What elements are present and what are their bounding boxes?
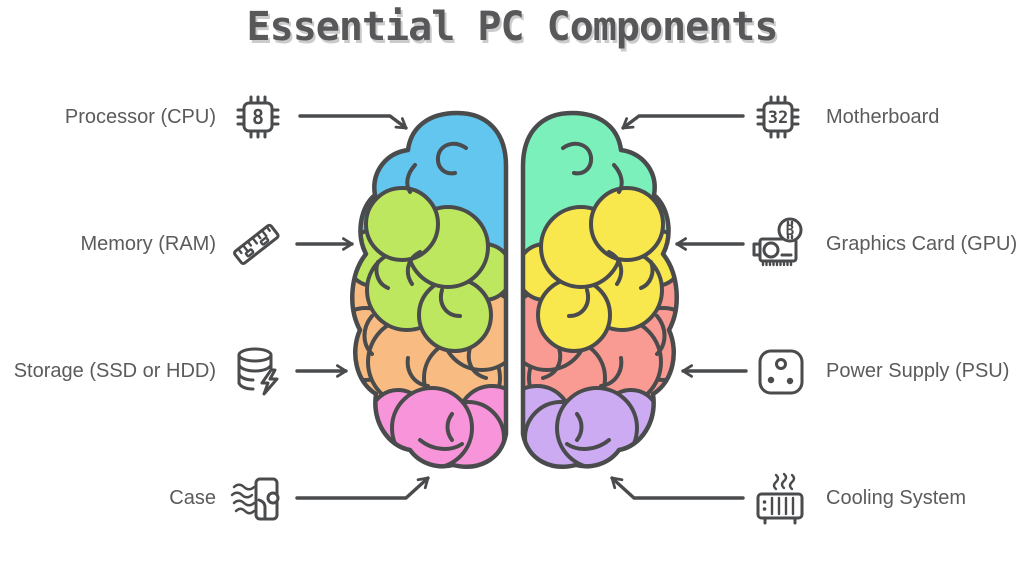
label-memory: Memory (RAM) xyxy=(80,233,216,255)
brain-right-outline xyxy=(520,110,679,469)
label-storage: Storage (SSD or HDD) xyxy=(13,360,216,382)
region-upper-right xyxy=(523,186,677,353)
brain-left-outline xyxy=(350,110,509,469)
pc-case-airflow-icon xyxy=(230,477,280,521)
radiator-cooling-icon xyxy=(756,472,804,525)
arrow-cooling xyxy=(610,476,745,500)
brain-sulci-right xyxy=(541,141,667,451)
arrow-processor xyxy=(298,114,408,130)
ram-stick-icon xyxy=(233,223,280,265)
label-gpu: Graphics Card (GPU) xyxy=(826,233,1018,255)
brain-right-hemisphere xyxy=(520,110,679,469)
label-psu: Power Supply (PSU) xyxy=(826,360,1010,382)
chip-bit-count: 32 xyxy=(768,108,788,128)
cpu-chip-icon: 8 xyxy=(236,95,280,139)
brain-sulci-left xyxy=(362,141,488,451)
psu-outlet-icon xyxy=(758,349,804,395)
connector-arrows: .arrow{marker-end:url(#ah);} xyxy=(295,114,748,500)
gpu-card-icon: B xyxy=(752,217,803,267)
motherboard-chip-icon: 32 xyxy=(756,95,800,139)
arrow-case xyxy=(295,476,430,500)
brain-left-hemisphere xyxy=(350,110,509,469)
label-case: Case xyxy=(169,487,216,509)
label-cooling: Cooling System xyxy=(826,487,967,509)
database-storage-icon xyxy=(237,347,279,396)
label-motherboard: Motherboard xyxy=(826,106,940,128)
bitcoin-coin-icon xyxy=(777,217,803,243)
arrow-motherboard xyxy=(621,114,745,130)
coin-symbol: B xyxy=(786,223,794,239)
page-title: Essential PC Components xyxy=(246,4,779,50)
chip-core-count: 8 xyxy=(252,105,264,129)
label-processor: Processor (CPU) xyxy=(64,106,216,128)
